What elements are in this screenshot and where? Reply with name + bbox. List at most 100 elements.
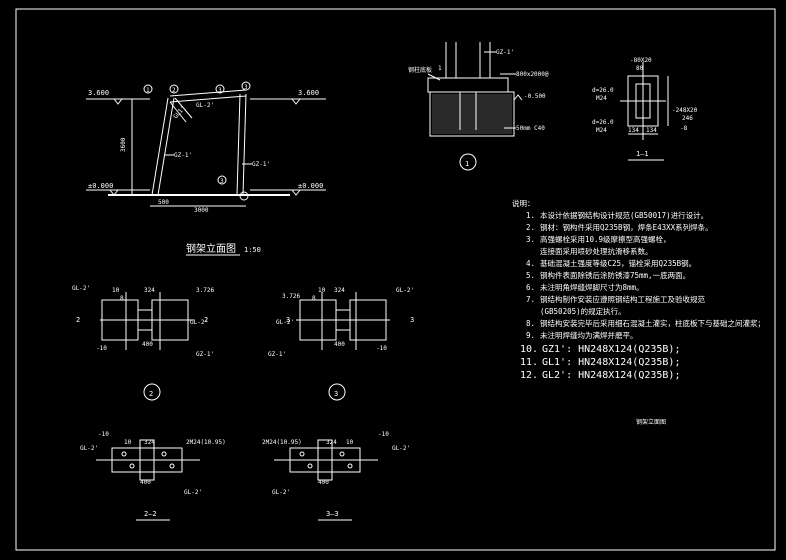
axis-bubble-2-label: 2 xyxy=(172,87,176,94)
note-number: 10. xyxy=(520,344,538,355)
s33-bolt-2 xyxy=(307,463,313,469)
axis-bubble-1-label: 1 xyxy=(146,87,150,94)
d2-sec2: 2 xyxy=(204,316,208,324)
d3-callout-label: 3 xyxy=(334,390,338,398)
s11-r3: -8 xyxy=(680,125,688,132)
note-text: GZ1': HN248X124(Q235B); xyxy=(542,344,680,355)
s33-gl2b: GL-2' xyxy=(272,489,290,496)
note-number: 4. xyxy=(526,259,535,268)
elev-left-top-label: 3.600 xyxy=(88,89,109,97)
beam-top-b xyxy=(169,95,247,103)
d2-callout-circle xyxy=(143,383,161,401)
d1-num: 1 xyxy=(438,65,442,72)
note-number: 3. xyxy=(526,235,535,244)
note-text: 钢结构安装完毕后采用细石混凝土灌实，柱底板下与基础之间灌浆； xyxy=(540,318,765,328)
axis-bubble-3 xyxy=(241,81,251,91)
note-text: 基础混凝土强度等级C25，锚栓采用Q235B钢。 xyxy=(540,258,696,268)
note-number: 1. xyxy=(526,211,535,220)
design-notes: 说明： 1.本设计依据钢结构设计规范(GB50017)进行设计。2.钢材：钢构件… xyxy=(512,198,765,426)
axis-bubble-2 xyxy=(169,84,179,94)
elevation-title: 钢架立面图 xyxy=(186,242,236,255)
elev-right-top-label: 3.600 xyxy=(298,89,319,97)
s22-column xyxy=(139,439,155,481)
beam-top-a xyxy=(169,89,247,97)
notes-list: 1.本设计依据钢结构设计规范(GB50017)进行设计。2.钢材：钢构件采用Q2… xyxy=(520,210,765,381)
section-3-3: -10 10 324 2M24(10.95) 400 GL-2' GL-2' 3… xyxy=(262,431,410,521)
d1-note-top: 800x2000@ xyxy=(516,71,549,78)
d3-t1: 8 xyxy=(312,295,316,302)
note-text: 钢构件表面除锈后涂防锈漆75mm,一底两面。 xyxy=(540,270,690,280)
s33-m24: 2M24(10.95) xyxy=(262,439,302,446)
s11-core xyxy=(635,83,651,119)
s33-column xyxy=(317,439,333,481)
s11-top1: -80X20 xyxy=(630,57,652,64)
s22-d10: -10 xyxy=(98,431,109,438)
d2-sec: 2 xyxy=(76,316,80,324)
elevation-scale: 1:50 xyxy=(244,246,261,254)
d3-t0: 10 xyxy=(318,287,326,294)
axis-bubble-1 xyxy=(143,84,153,94)
axis-bubble-4-label: 3 xyxy=(218,87,222,94)
elev-right-bot-label: ±0.000 xyxy=(298,182,323,190)
s11-d1b: M24 xyxy=(596,95,607,102)
d2-t0: 10 xyxy=(112,287,120,294)
s33-d400: 400 xyxy=(318,479,329,486)
detail-1-foundation: GZ-1' 800x2000@ -0.500 50mm C40 钢柱底板 1 1 xyxy=(408,42,549,171)
s22-bolt-3 xyxy=(161,451,167,457)
column-right-a xyxy=(236,93,241,196)
detail-3: GL-2' GL-2' GZ-1' 3.726 324 -10 400 3 3 … xyxy=(268,287,414,401)
s22-d400: 400 xyxy=(140,479,151,486)
s22-bolt-1 xyxy=(121,451,127,457)
s22-gl2b: GL-2' xyxy=(184,489,202,496)
note-number: 11. xyxy=(520,357,538,368)
column-right-b xyxy=(242,93,247,196)
s22-bolt-2 xyxy=(129,463,135,469)
drawing-frame xyxy=(15,8,776,551)
s33-bolt-4 xyxy=(347,463,353,469)
d1-note-bot: 50mm C40 xyxy=(516,125,545,132)
d1-footing xyxy=(429,91,515,137)
dim-bottom-b: 3000 xyxy=(194,207,209,214)
label-gl2: GL-2' xyxy=(196,102,214,109)
d2-t1: 8 xyxy=(120,295,124,302)
note-text: GL2': HN248X124(Q235B); xyxy=(542,370,680,381)
d1-elev-mark xyxy=(513,94,523,101)
d1-label-gz: GZ-1' xyxy=(496,49,514,56)
axis-bubble-5 xyxy=(217,175,227,185)
elev-mark-left-top xyxy=(113,98,123,105)
note-text: 高强螺栓采用10.9级摩擦型高强螺栓， xyxy=(540,234,671,244)
s22-gl2: GL-2' xyxy=(80,445,98,452)
column-left-b xyxy=(157,97,175,196)
s22-d324: 324 xyxy=(144,439,155,446)
d3-elev: 3.726 xyxy=(282,293,300,300)
s11-title: 1—1 xyxy=(636,150,649,158)
d3-gz: GZ-1' xyxy=(268,351,286,358)
d1-note-mid: -0.500 xyxy=(524,93,546,100)
axis-bubble-6 xyxy=(239,191,249,201)
d3-sec: 3 xyxy=(286,316,290,324)
d2-d324: 324 xyxy=(144,287,155,294)
d3-gl2: GL-2' xyxy=(396,287,414,294)
d2-elev: 3.726 xyxy=(196,287,214,294)
note-text: GL1': HN248X124(Q235B); xyxy=(542,357,680,368)
section-2-2: -10 10 324 2M24(10.95) 400 GL-2' GL-2' 2… xyxy=(80,431,226,521)
s22-m24: 2M24(10.95) xyxy=(186,439,226,446)
axis-bubble-3-label: 3 xyxy=(244,84,248,91)
label-gz-right: GZ-1' xyxy=(252,161,270,168)
d3-callout-circle xyxy=(328,383,346,401)
d2-gl2: GL-2' xyxy=(72,285,90,292)
section-1-1: -80X20 80 d=26.0 M24 d=26.0 M24 -248X20 … xyxy=(592,57,698,161)
brace-b xyxy=(174,97,193,119)
note-text: 钢材：钢构件采用Q235B钢，焊条E43XX系列焊条。 xyxy=(540,222,713,232)
note-text: 钢结构制作安装应遵照钢结构工程施工及验收规范 xyxy=(540,294,705,304)
d2-gz: GZ-1' xyxy=(196,351,214,358)
elev-mark-right-top xyxy=(291,98,301,105)
s33-bolt-3 xyxy=(339,451,345,457)
s11-d2b: M24 xyxy=(596,127,607,134)
note-text: (GB50205)的规定执行。 xyxy=(540,306,626,316)
s33-d10b: 10 xyxy=(346,439,354,446)
axis-bubble-5-label: 3 xyxy=(220,178,224,185)
note-number: 5. xyxy=(526,271,535,280)
